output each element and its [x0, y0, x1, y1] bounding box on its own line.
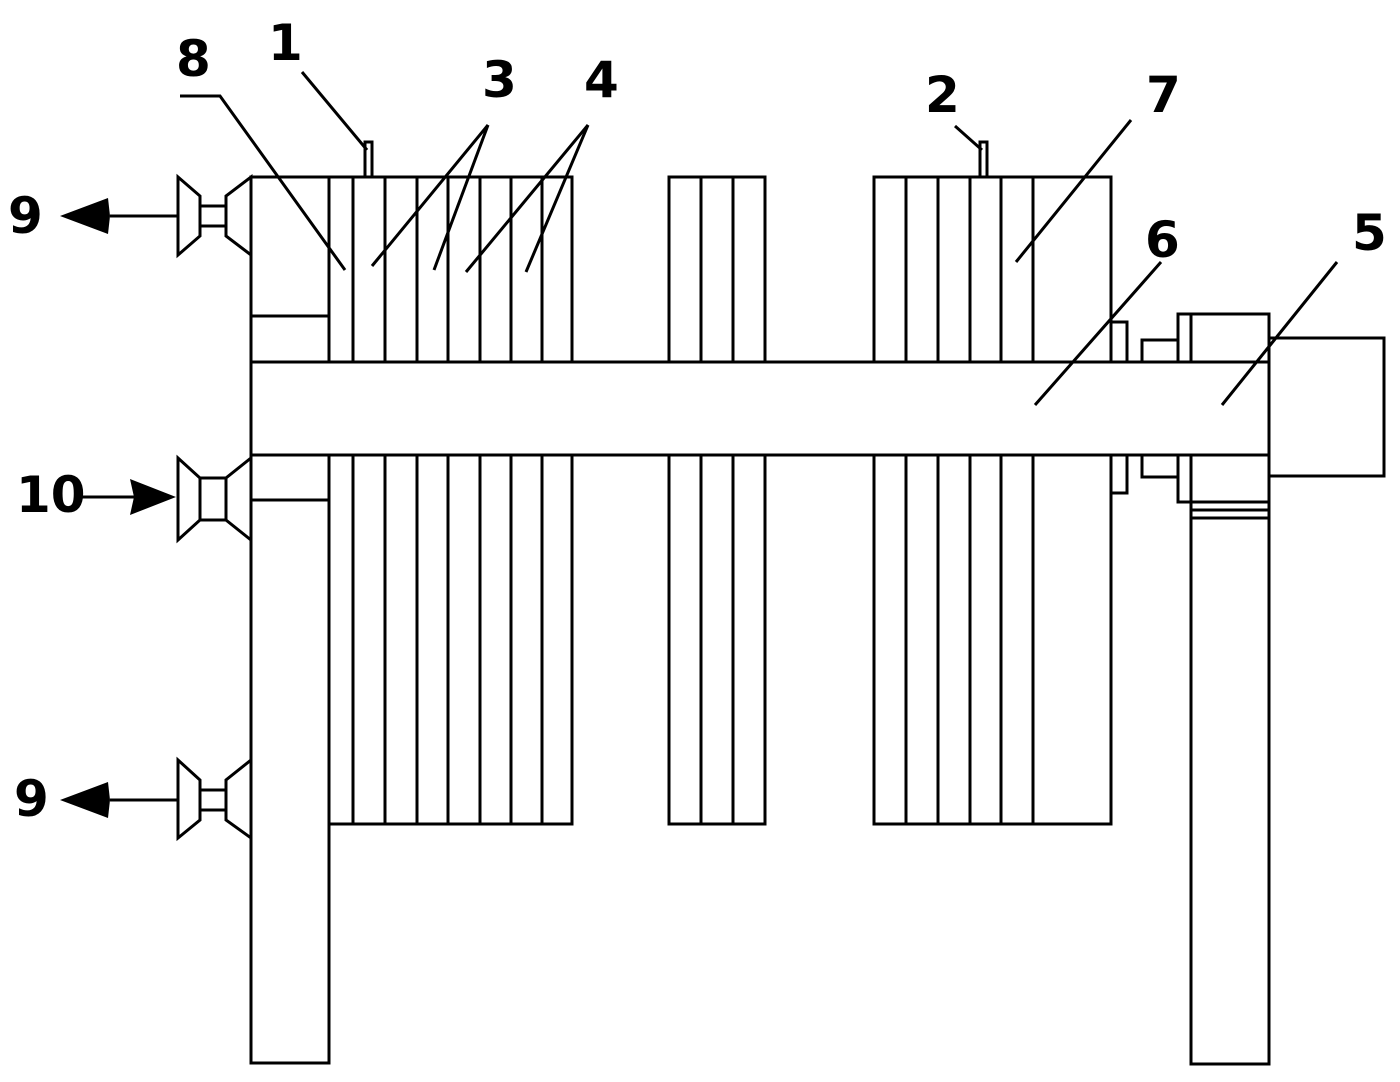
label-5: 5	[1352, 204, 1387, 262]
right-support-leg	[1189, 500, 1271, 1066]
left-plate-pack	[327, 175, 574, 826]
label-4: 4	[584, 51, 619, 109]
label-6: 6	[1145, 211, 1180, 269]
left-head-frame	[249, 175, 331, 1065]
labels: 8 1 3 4 2 7 6 5 9 10 9	[8, 14, 1387, 828]
middle-plate-group	[667, 175, 767, 826]
label-9-top: 9	[8, 187, 43, 245]
nozzle-2	[978, 140, 989, 179]
label-7: 7	[1146, 66, 1181, 124]
right-plate-pack	[872, 175, 1113, 826]
label-1: 1	[268, 14, 303, 72]
feed-nozzle-1	[363, 140, 374, 179]
hydraulic-cylinder	[1267, 336, 1386, 478]
label-9-bottom: 9	[14, 770, 49, 828]
label-10: 10	[16, 466, 86, 524]
label-2: 2	[925, 66, 960, 124]
inlet-port	[78, 454, 253, 544]
label-8: 8	[176, 30, 211, 88]
label-3: 3	[482, 51, 517, 109]
outlet-port-bottom	[60, 756, 253, 842]
leader-lines	[180, 71, 1339, 406]
outlet-port-top	[60, 173, 253, 259]
pressing-mechanism	[1109, 312, 1271, 504]
main-beam	[249, 360, 1271, 457]
